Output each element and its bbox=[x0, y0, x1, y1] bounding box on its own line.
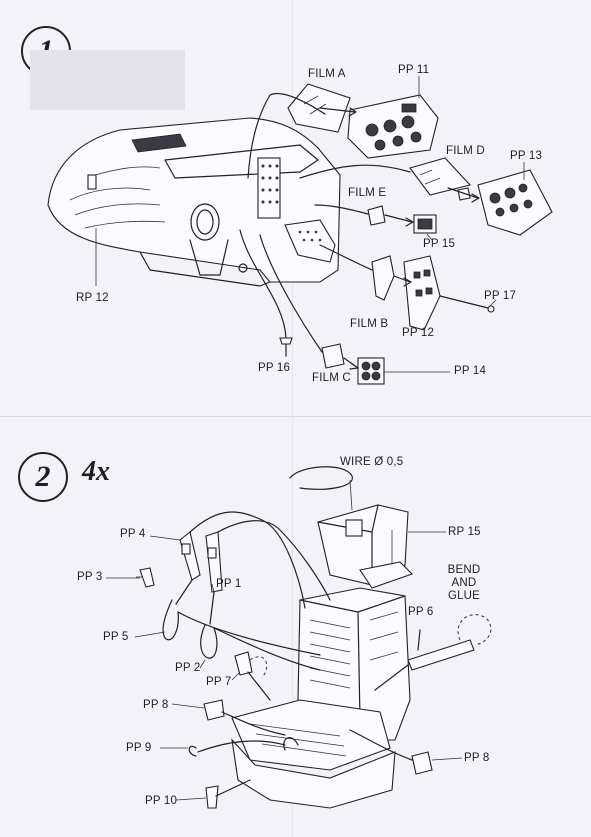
paper-fold-vertical bbox=[292, 0, 293, 837]
label-pp4: PP 4 bbox=[120, 528, 146, 540]
label-pp6: PP 6 bbox=[408, 606, 434, 618]
label-film-a: FILM A bbox=[308, 68, 346, 80]
label-and: AND bbox=[451, 577, 477, 589]
step-2-number: 2 bbox=[18, 452, 68, 502]
label-pp8-right: PP 8 bbox=[464, 752, 490, 764]
label-film-d: FILM D bbox=[446, 145, 485, 157]
label-pp11: PP 11 bbox=[398, 64, 430, 76]
label-pp5: PP 5 bbox=[103, 631, 129, 643]
label-pp10: PP 10 bbox=[145, 795, 178, 807]
paper-fold-horizontal bbox=[0, 416, 591, 417]
label-pp3: PP 3 bbox=[77, 571, 103, 583]
label-film-c: FILM C bbox=[312, 372, 351, 384]
label-pp17: PP 17 bbox=[484, 290, 517, 302]
label-film-b: FILM B bbox=[350, 318, 389, 330]
step-2-multiplier: 4x bbox=[82, 456, 110, 487]
label-pp16: PP 16 bbox=[258, 362, 291, 374]
label-pp1: PP 1 bbox=[216, 578, 242, 590]
label-pp14: PP 14 bbox=[454, 365, 487, 377]
label-wire: WIRE Ø 0,5 bbox=[340, 456, 404, 468]
label-rp12: RP 12 bbox=[76, 292, 109, 304]
label-pp9: PP 9 bbox=[126, 742, 152, 754]
label-pp15: PP 15 bbox=[423, 238, 456, 250]
label-film-e: FILM E bbox=[348, 187, 387, 199]
label-pp13: PP 13 bbox=[510, 150, 543, 162]
label-pp2: PP 2 bbox=[175, 662, 201, 674]
label-pp7: PP 7 bbox=[206, 676, 232, 688]
label-rp15: RP 15 bbox=[448, 526, 481, 538]
label-bend: BEND bbox=[447, 564, 481, 576]
label-glue: GLUE bbox=[447, 590, 481, 602]
label-pp8-left: PP 8 bbox=[143, 699, 169, 711]
step-1-cockpit-diagram bbox=[30, 50, 553, 385]
label-pp12: PP 12 bbox=[402, 327, 435, 339]
